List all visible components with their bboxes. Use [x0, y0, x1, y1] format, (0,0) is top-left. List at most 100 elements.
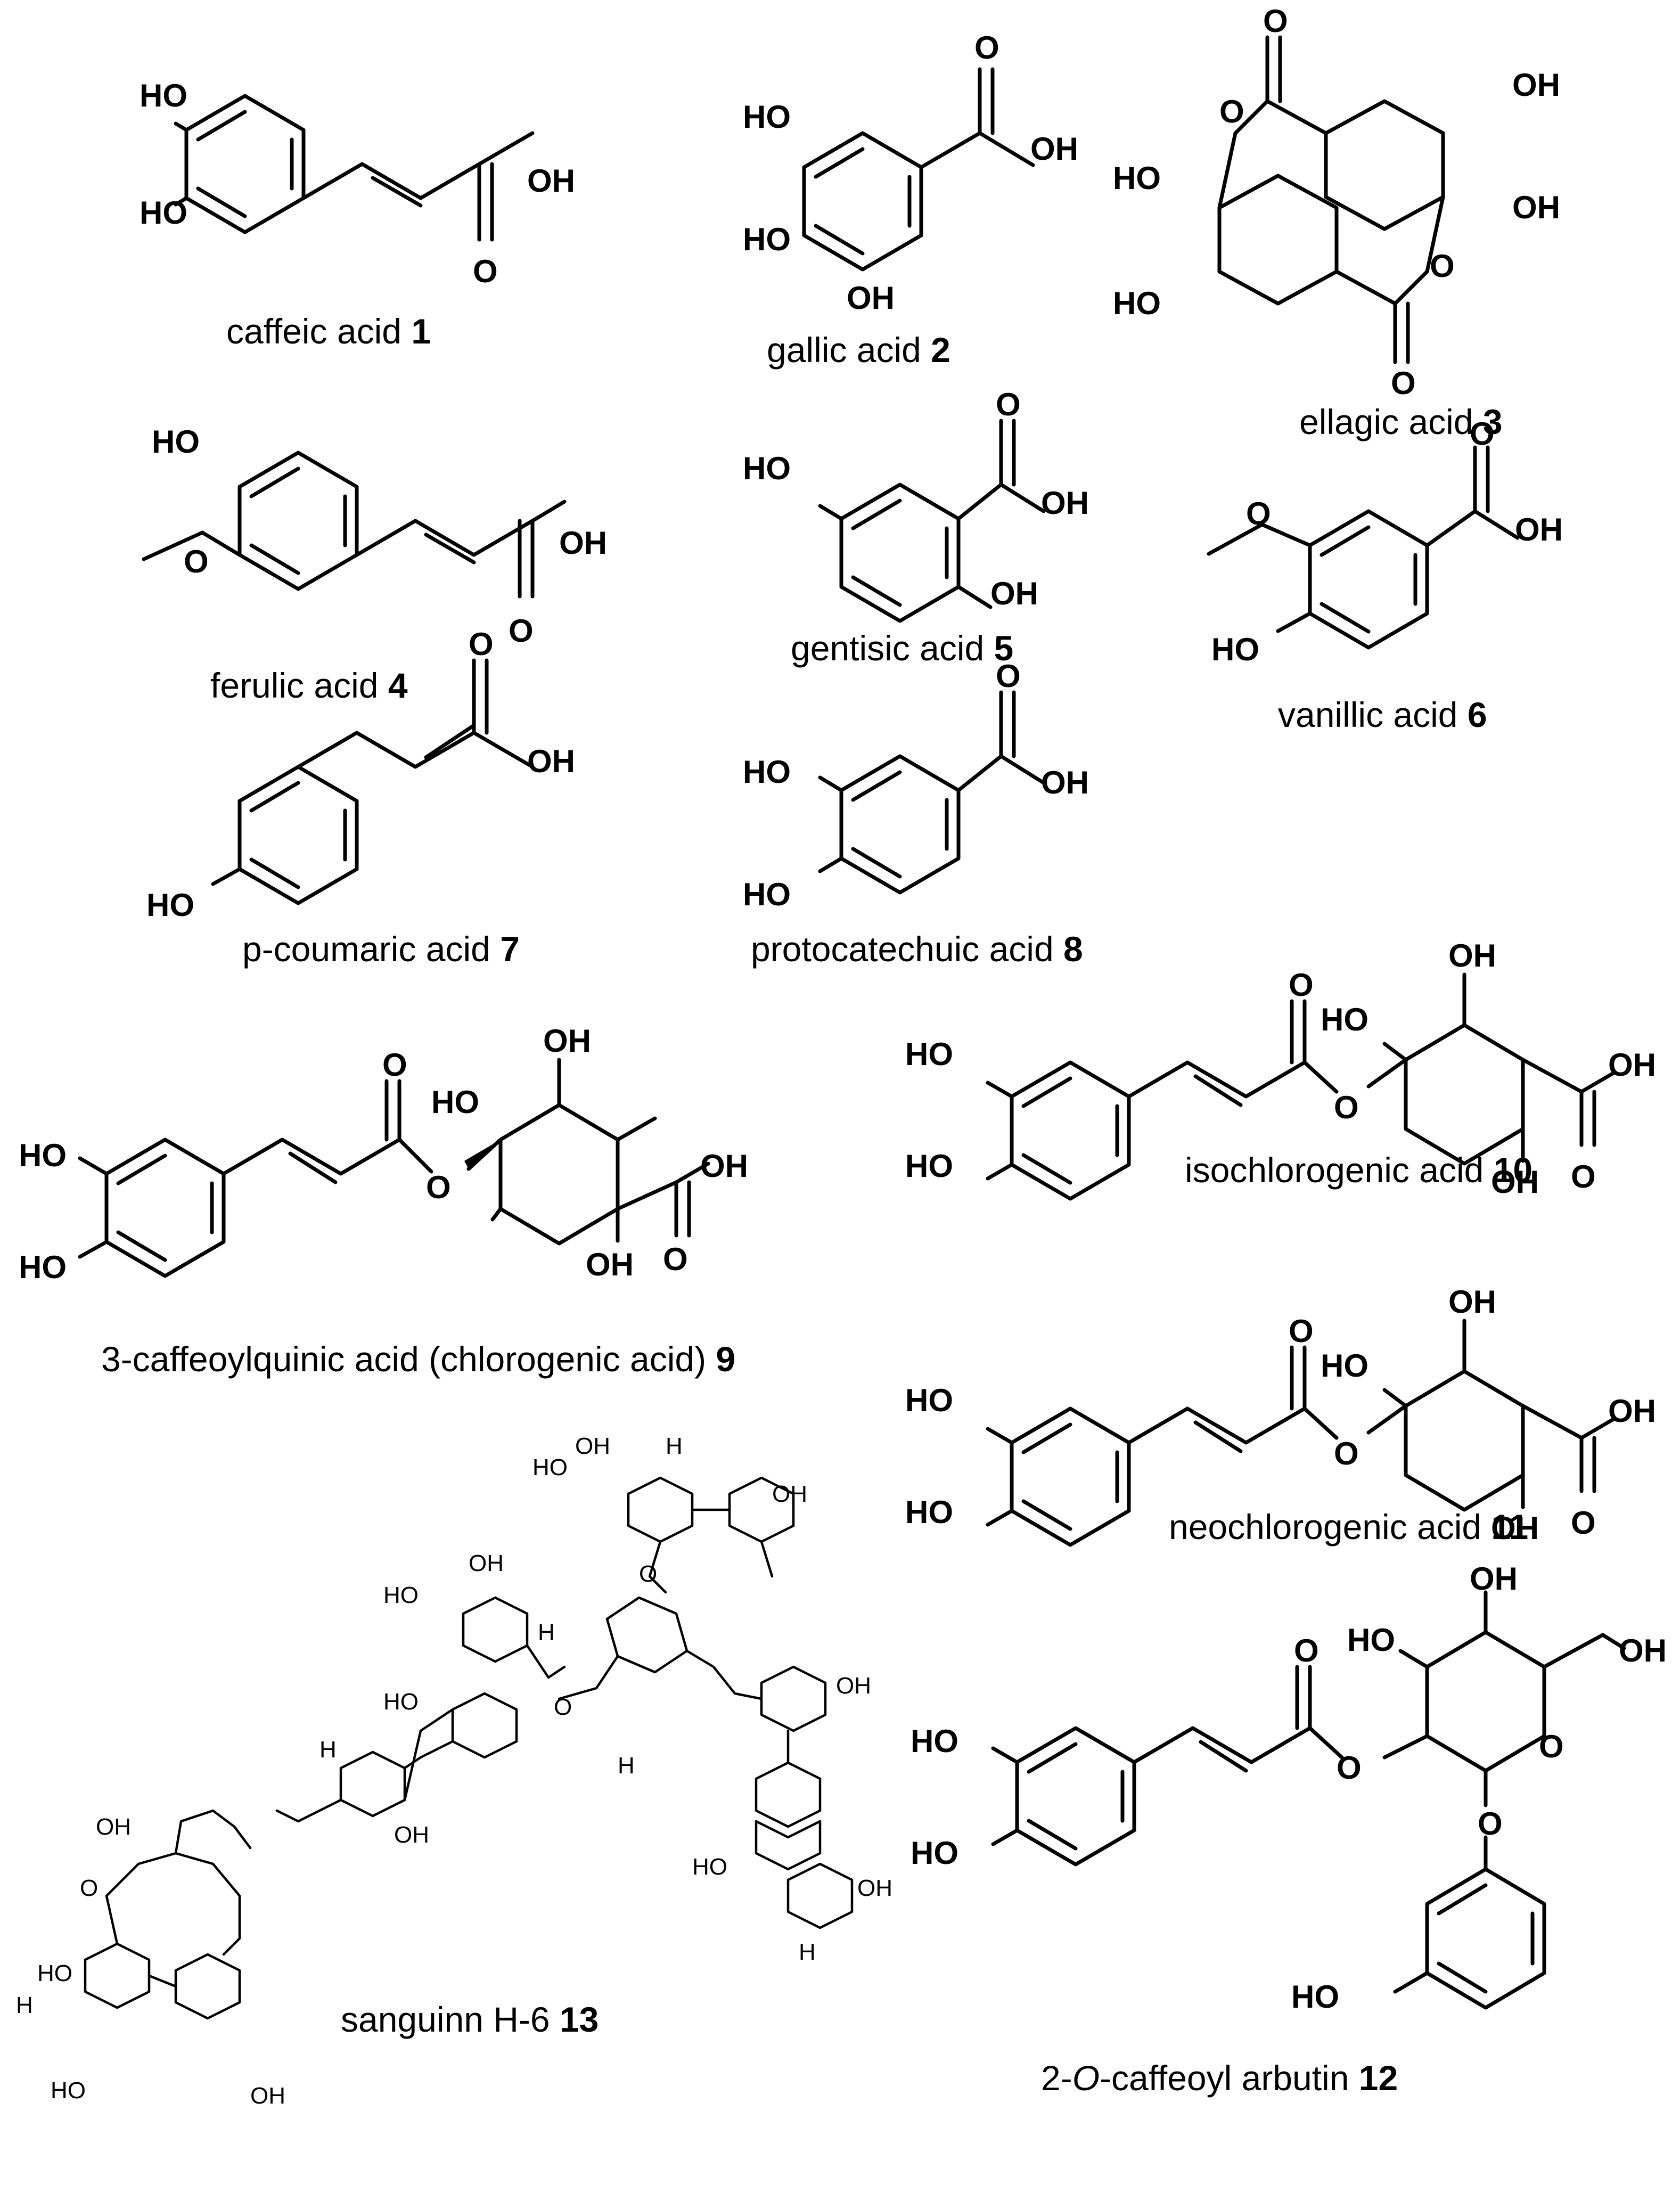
sanguiin-o-macro: O	[80, 1875, 98, 1901]
caption-caffeoyl-arbutin: 2-O-caffeoyl arbutin 12	[1041, 2058, 1398, 2098]
neochlorogenic-oh-acid: OH	[1608, 1393, 1656, 1429]
ellagic-oh-a: OH	[1512, 67, 1560, 103]
structure-caffeic-acid: HO HO OH O	[140, 78, 575, 289]
caption-isochlorogenic-acid: isochlorogenic acid 10	[1185, 1150, 1533, 1190]
arbutin-ho-b: HO	[911, 1835, 958, 1871]
sanguiin-h-mid: H	[618, 1753, 635, 1779]
isochlorogenic-o-acid: O	[1571, 1159, 1596, 1194]
structure-sanguiin-h6: OH HO H OH O OH HO H HO O H OH HO OH H O…	[16, 1433, 892, 2109]
ellagic-oh-b: OH	[1512, 190, 1560, 225]
isochlorogenic-ho-b: HO	[905, 1148, 953, 1184]
structure-gentisic-acid: O OH HO OH	[743, 387, 1089, 623]
structure-ellagic-acid: O O O O OH OH HO HO	[1113, 3, 1560, 401]
structure-p-coumaric-acid: O OH HO	[146, 626, 575, 923]
chlorogenic-o-ester: O	[426, 1169, 451, 1205]
gentisic-o: O	[996, 387, 1021, 422]
structure-chlorogenic-acid: HO HO O O OH HO OH OH O	[19, 1023, 748, 1285]
sanguiin-oh-core: OH	[394, 1822, 429, 1848]
caption-ferulic-acid: ferulic acid 4	[210, 666, 408, 705]
arbutin-ho-phenol: HO	[1291, 1979, 1339, 2015]
sanguiin-ho-macro-b: HO	[51, 2077, 86, 2104]
protocatechuic-o: O	[996, 658, 1021, 694]
pcoumaric-o: O	[469, 626, 494, 662]
chlorogenic-oh-acid: OH	[700, 1148, 748, 1184]
gallic-ho-b: HO	[743, 222, 791, 257]
sanguiin-h-left: H	[538, 1619, 555, 1646]
structure-caffeoyl-arbutin: HO HO O O OH HO OH O O HO	[911, 1561, 1667, 2015]
sanguiin-oh-macro-top: OH	[96, 1814, 131, 1840]
arbutin-o-glyc: O	[1478, 1806, 1503, 1842]
vanillic-oh: OH	[1515, 512, 1563, 547]
structure-neochlorogenic-acid: HO HO O O OH HO OH OH O	[905, 1284, 1656, 1547]
caption-gentisic-acid: gentisic acid 5	[791, 628, 1013, 668]
ellagic-o-bottom: O	[1391, 365, 1416, 401]
chlorogenic-o-carbonyl: O	[382, 1047, 407, 1083]
caption-neochlorogenic-acid: neochlorogenic acid 11	[1169, 1507, 1528, 1547]
caption-chlorogenic-acid: 3-caffeoylquinic acid (chlorogenic acid)…	[101, 1339, 735, 1379]
arbutin-o-carbonyl: O	[1294, 1633, 1319, 1668]
structure-ferulic-acid: HO O OH O	[142, 424, 607, 649]
neochlorogenic-ho-a: HO	[905, 1382, 953, 1418]
chlorogenic-oh-top: OH	[543, 1023, 591, 1059]
gentisic-oh: OH	[1041, 485, 1089, 521]
gentisic-ho: HO	[743, 451, 791, 486]
isochlorogenic-ho-a: HO	[905, 1036, 953, 1072]
vanillic-ome: O	[1246, 496, 1271, 531]
arbutin-ho-ring: HO	[1347, 1622, 1395, 1658]
ellagic-ho-b: HO	[1113, 285, 1161, 321]
isochlorogenic-oh-acid: OH	[1608, 1047, 1656, 1083]
arbutin-o-ring: O	[1539, 1729, 1564, 1764]
ellagic-o-top: O	[1263, 3, 1288, 39]
ferulic-oh: OH	[559, 525, 607, 561]
neochlorogenic-o-carbonyl: O	[1289, 1313, 1314, 1349]
gallic-ho-a: HO	[743, 99, 791, 135]
sanguiin-oh-top: OH	[575, 1433, 610, 1459]
gentisic-oh-ring: OH	[990, 576, 1038, 611]
sanguiin-o-top: O	[639, 1561, 657, 1587]
ferulic-ho: HO	[152, 424, 200, 460]
caffeic-ho-a: HO	[140, 78, 187, 113]
pcoumaric-oh: OH	[527, 743, 575, 779]
isochlorogenic-oh-quat: OH	[1491, 1164, 1539, 1200]
sanguiin-ho-macro-a: HO	[37, 1960, 72, 1986]
isochlorogenic-oh-top: OH	[1448, 938, 1496, 973]
sanguiin-oh-right: OH	[836, 1673, 871, 1699]
sanguiin-ho-top: HO	[532, 1454, 568, 1480]
chlorogenic-oh-quat: OH	[586, 1247, 634, 1282]
neochlorogenic-o-ester: O	[1334, 1436, 1359, 1471]
ferulic-o: O	[509, 613, 534, 649]
arbutin-ho-a: HO	[911, 1723, 958, 1759]
gallic-o: O	[974, 30, 999, 66]
caption-caffeic-acid: caffeic acid 1	[226, 312, 431, 351]
chlorogenic-ho-ring: HO	[431, 1084, 479, 1120]
gallic-oh-bottom: OH	[847, 280, 895, 316]
sanguiin-oh-left: OH	[469, 1550, 504, 1576]
chlorogenic-o-acid: O	[663, 1241, 688, 1277]
caffeic-oh: OH	[527, 163, 575, 199]
ellagic-ho-a: HO	[1113, 160, 1161, 196]
isochlorogenic-o-ester: O	[1334, 1090, 1359, 1125]
vanillic-ho: HO	[1211, 632, 1259, 667]
sanguiin-ho-mid: HO	[383, 1689, 419, 1715]
caption-ellagic-acid: ellagic acid 3	[1299, 402, 1503, 441]
sanguiin-h-right-bottom: H	[799, 1939, 816, 1965]
protocatechuic-ho-a: HO	[743, 754, 791, 790]
caption-protocatechuic-acid: protocatechuic acid 8	[751, 929, 1083, 969]
chlorogenic-ho-b: HO	[19, 1249, 67, 1285]
sanguiin-ho-right: HO	[692, 1854, 727, 1880]
pcoumaric-ho: HO	[146, 887, 194, 923]
structure-protocatechuic-acid: O OH HO HO	[743, 658, 1089, 912]
sanguiin-oh-right-bottom: OH	[857, 1875, 892, 1901]
arbutin-oh-top: OH	[1470, 1561, 1518, 1597]
neochlorogenic-ho-b: HO	[905, 1494, 953, 1530]
vanillic-o: O	[1470, 416, 1495, 452]
protocatechuic-oh: OH	[1041, 765, 1089, 800]
structure-gallic-acid: O OH HO HO OH	[743, 30, 1078, 316]
arbutin-o-ester: O	[1337, 1750, 1362, 1786]
neochlorogenic-o-acid: O	[1571, 1505, 1596, 1541]
structure-vanillic-acid: O OH O HO	[1207, 416, 1563, 667]
caption-sanguiin-h6: sanguinn H-6 13	[341, 2000, 599, 2039]
neochlorogenic-oh-top: OH	[1448, 1284, 1496, 1320]
caption-gallic-acid: gallic acid 2	[767, 330, 950, 370]
